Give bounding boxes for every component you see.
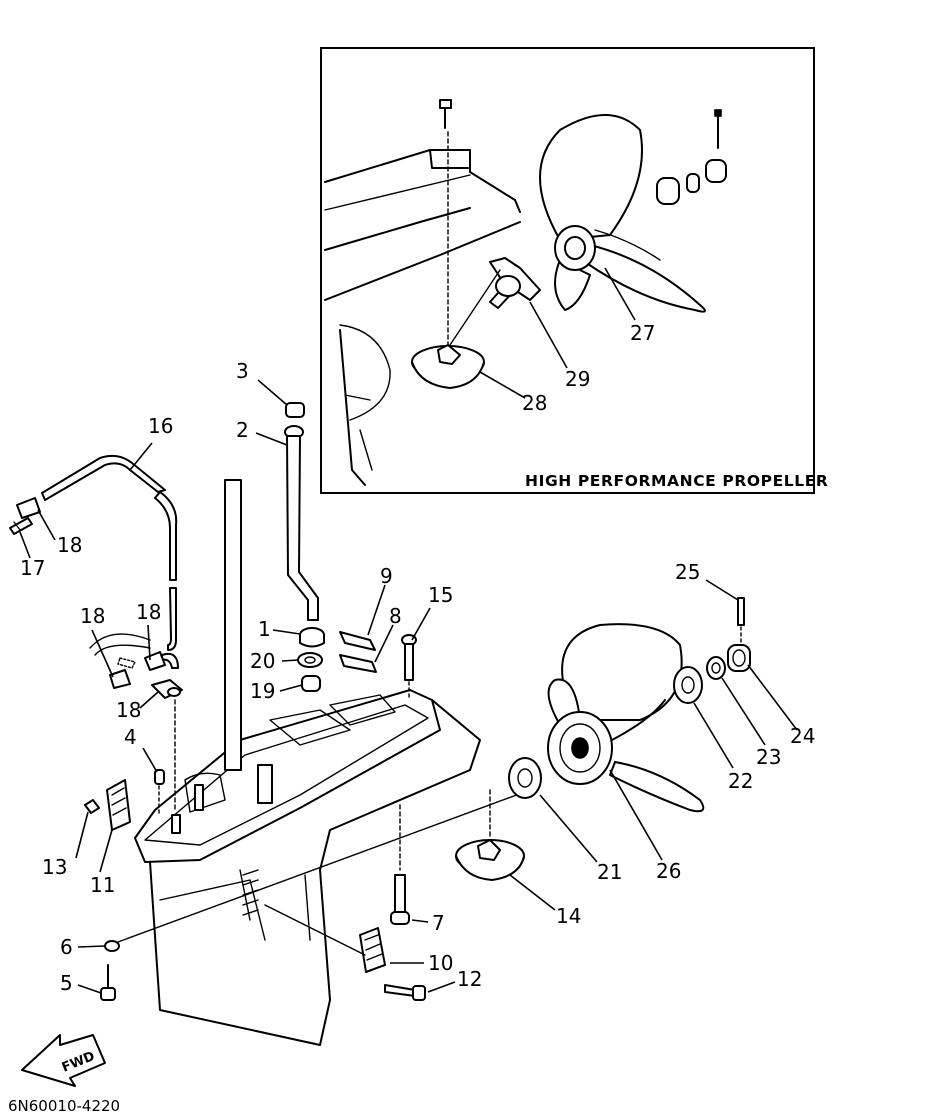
part-18-clip-b (109, 657, 136, 689)
part-26-propeller (547, 623, 705, 813)
part-3-grommet (285, 402, 305, 418)
part-13-nut (84, 799, 100, 814)
callout-9: 9 (380, 564, 393, 588)
callout-12: 12 (457, 967, 482, 991)
part-7-bolt (390, 804, 410, 925)
inset-lower-case (324, 149, 521, 486)
callout-14: 14 (556, 904, 581, 928)
part-1-grommet (299, 627, 325, 648)
callout-29: 29 (565, 367, 590, 391)
part-10-anode (264, 904, 386, 973)
part-2-water-tube (284, 425, 319, 621)
part-8-rubber-seal (339, 654, 377, 673)
part-23-washer (706, 656, 726, 680)
drawing-code: 6N60010-4220 (8, 1097, 120, 1114)
callout-28: 28 (522, 391, 547, 415)
callout-18-c: 18 (136, 600, 161, 624)
part-20-seal (297, 652, 323, 668)
part-11-anode-plate (106, 779, 131, 831)
callout-19: 19 (250, 679, 275, 703)
part-18-clip-d (151, 679, 183, 811)
part-9-rubber-seal (339, 631, 376, 651)
callout-7: 7 (432, 911, 445, 935)
callout-2: 2 (236, 418, 249, 442)
callout-16: 16 (148, 414, 173, 438)
part-22-spacer (673, 666, 703, 704)
callout-27: 27 (630, 321, 655, 345)
callout-1: 1 (258, 617, 271, 641)
part-18-clip-c (144, 651, 166, 671)
high-performance-propeller-inset: HIGH PERFORMANCE PROPELLER (320, 47, 828, 494)
part-12-bolt (384, 984, 426, 1001)
callout-numbers: 1 2 3 4 5 6 7 8 9 10 11 12 13 14 15 16 1… (20, 321, 815, 995)
part-16-speedometer-hose (41, 454, 178, 651)
callout-3: 3 (236, 359, 249, 383)
callout-18-a: 18 (57, 533, 82, 557)
callout-26: 26 (656, 859, 681, 883)
forward-direction-arrow: FWD (21, 1034, 106, 1087)
callout-25: 25 (675, 560, 700, 584)
callout-23: 23 (756, 745, 781, 769)
part-27-hp-propeller (539, 114, 706, 313)
callout-4: 4 (124, 725, 137, 749)
part-25-cotter-pin (737, 597, 745, 646)
part-17-fitting (9, 517, 33, 535)
callout-17: 17 (20, 556, 45, 580)
callout-15: 15 (428, 583, 453, 607)
callout-13: 13 (42, 855, 67, 879)
callout-5: 5 (60, 971, 73, 995)
inset-anode-bolt (439, 99, 452, 346)
leader-lines (19, 267, 798, 994)
callout-18-d: 18 (116, 698, 141, 722)
part-28-trim-tab (411, 344, 485, 389)
part-24-propeller-nut (727, 644, 751, 672)
callout-21: 21 (597, 860, 622, 884)
callout-8: 8 (389, 604, 402, 628)
callout-10: 10 (428, 951, 453, 975)
inset-title: HIGH PERFORMANCE PROPELLER (525, 472, 828, 490)
callout-22: 22 (728, 769, 753, 793)
inset-prop-hardware (656, 109, 727, 205)
part-21-thrust-washer (508, 757, 542, 799)
part-15-bolt (401, 634, 417, 701)
callout-18-b: 18 (80, 604, 105, 628)
inset-frame (320, 47, 815, 494)
part-5-bolt (100, 964, 116, 1001)
part-4-dowel-pin (154, 769, 165, 816)
callout-20: 20 (250, 649, 275, 673)
part-19-collar (301, 675, 321, 692)
speedometer-hose-lower (89, 633, 179, 669)
callout-24: 24 (790, 724, 815, 748)
callout-11: 11 (90, 873, 115, 897)
part-18-clip-a (16, 497, 41, 519)
part-14-trim-tab (455, 789, 525, 881)
part-29-spacer-clip (449, 257, 541, 346)
callout-6: 6 (60, 935, 73, 959)
